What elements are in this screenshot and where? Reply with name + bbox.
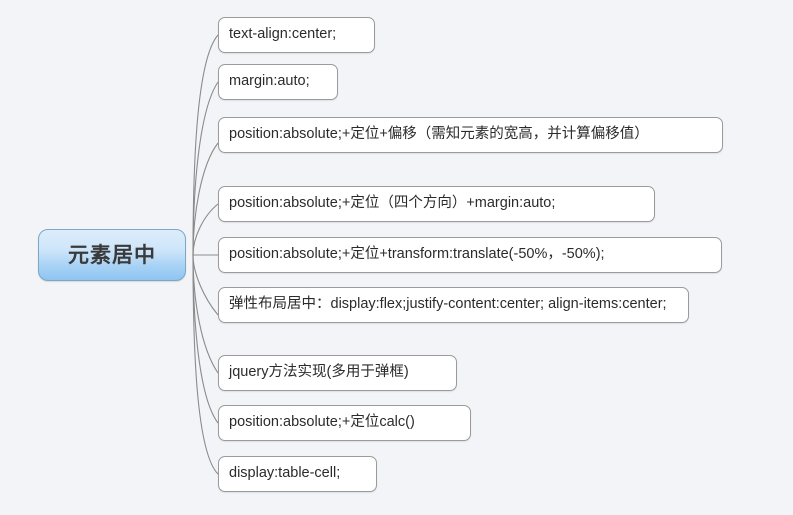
branch-node-5[interactable]: position:absolute;+定位+transform:translat… [218, 237, 722, 274]
connector-to-branch-7 [192, 254, 219, 374]
branch-node-3[interactable]: position:absolute;+定位+偏移（需知元素的宽高，并计算偏移值） [218, 117, 723, 154]
connector-to-branch-6 [192, 254, 219, 316]
branch-node-1[interactable]: text-align:center; [218, 17, 375, 54]
branch-node-7[interactable]: jquery方法实现(多用于弹框) [218, 355, 457, 392]
branch-node-8[interactable]: position:absolute;+定位calc() [218, 405, 471, 442]
branch-node-6[interactable]: 弹性布局居中：display:flex;justify-content:cent… [218, 287, 689, 324]
connector-to-branch-2 [192, 81, 219, 256]
connector-to-branch-1 [192, 34, 219, 256]
root-node[interactable]: 元素居中 [38, 229, 186, 281]
branch-node-label: text-align:center; [229, 26, 337, 42]
branch-node-label: margin:auto; [229, 73, 310, 89]
branch-node-9[interactable]: display:table-cell; [218, 456, 377, 493]
root-node-label: 元素居中 [68, 243, 156, 267]
connector-to-branch-8 [192, 254, 219, 424]
branch-node-4[interactable]: position:absolute;+定位（四个方向）+margin:auto; [218, 186, 655, 223]
branch-node-label: display:table-cell; [229, 465, 341, 481]
connector-to-branch-4 [192, 203, 219, 256]
connector-to-branch-9 [192, 254, 219, 475]
branch-node-label: position:absolute;+定位+transform:translat… [229, 246, 605, 262]
branch-node-label: position:absolute;+定位+偏移（需知元素的宽高，并计算偏移值） [229, 126, 649, 142]
connector-to-branch-3 [192, 142, 219, 256]
branch-node-label: position:absolute;+定位（四个方向）+margin:auto; [229, 195, 556, 211]
branch-node-label: jquery方法实现(多用于弹框) [229, 364, 409, 380]
branch-node-label: 弹性布局居中：display:flex;justify-content:cent… [229, 296, 667, 312]
branch-node-2[interactable]: margin:auto; [218, 64, 338, 101]
branch-node-label: position:absolute;+定位calc() [229, 414, 415, 430]
